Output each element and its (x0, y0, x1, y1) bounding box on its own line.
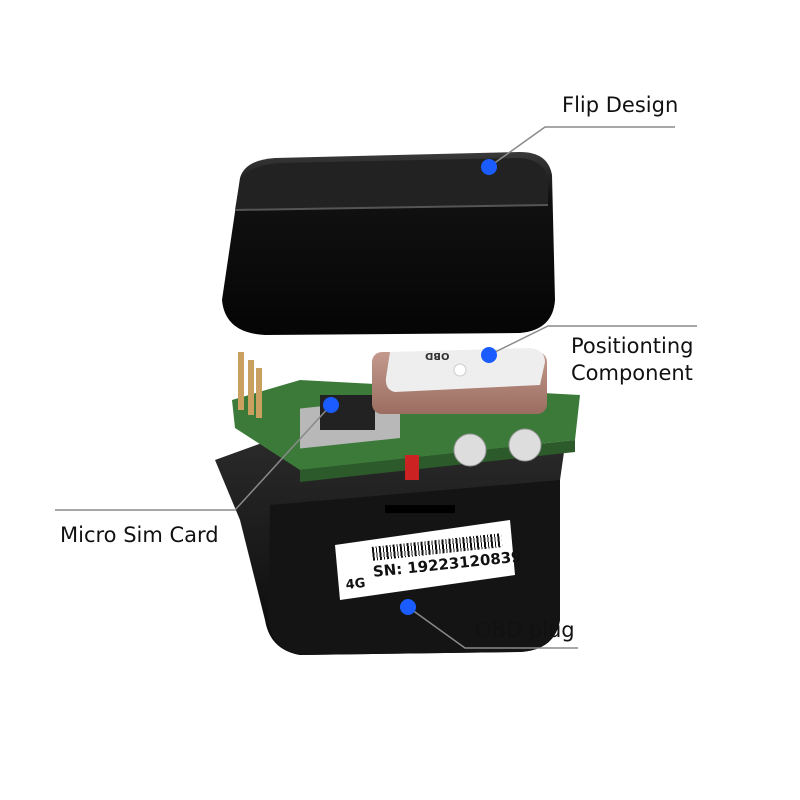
gps-antenna (372, 348, 547, 414)
label-micro-sim: Micro Sim Card (60, 523, 219, 547)
dot-sim (323, 397, 339, 413)
callout-dots (323, 159, 497, 615)
label-obd-plug: OBD plug (475, 618, 575, 642)
flip-cover (222, 152, 555, 335)
dot-obd (400, 599, 416, 615)
dot-gps (481, 347, 497, 363)
network-badge: 4G (345, 575, 367, 593)
label-flip-design: Flip Design (562, 93, 679, 117)
label-positioning-line1: Positionting (571, 334, 694, 358)
pogo-pins (238, 352, 262, 418)
callout-lines (55, 126, 697, 649)
label-positioning-line2: Component (571, 361, 693, 385)
dot-flip (481, 159, 497, 175)
gps-marking: OBD (425, 350, 450, 361)
